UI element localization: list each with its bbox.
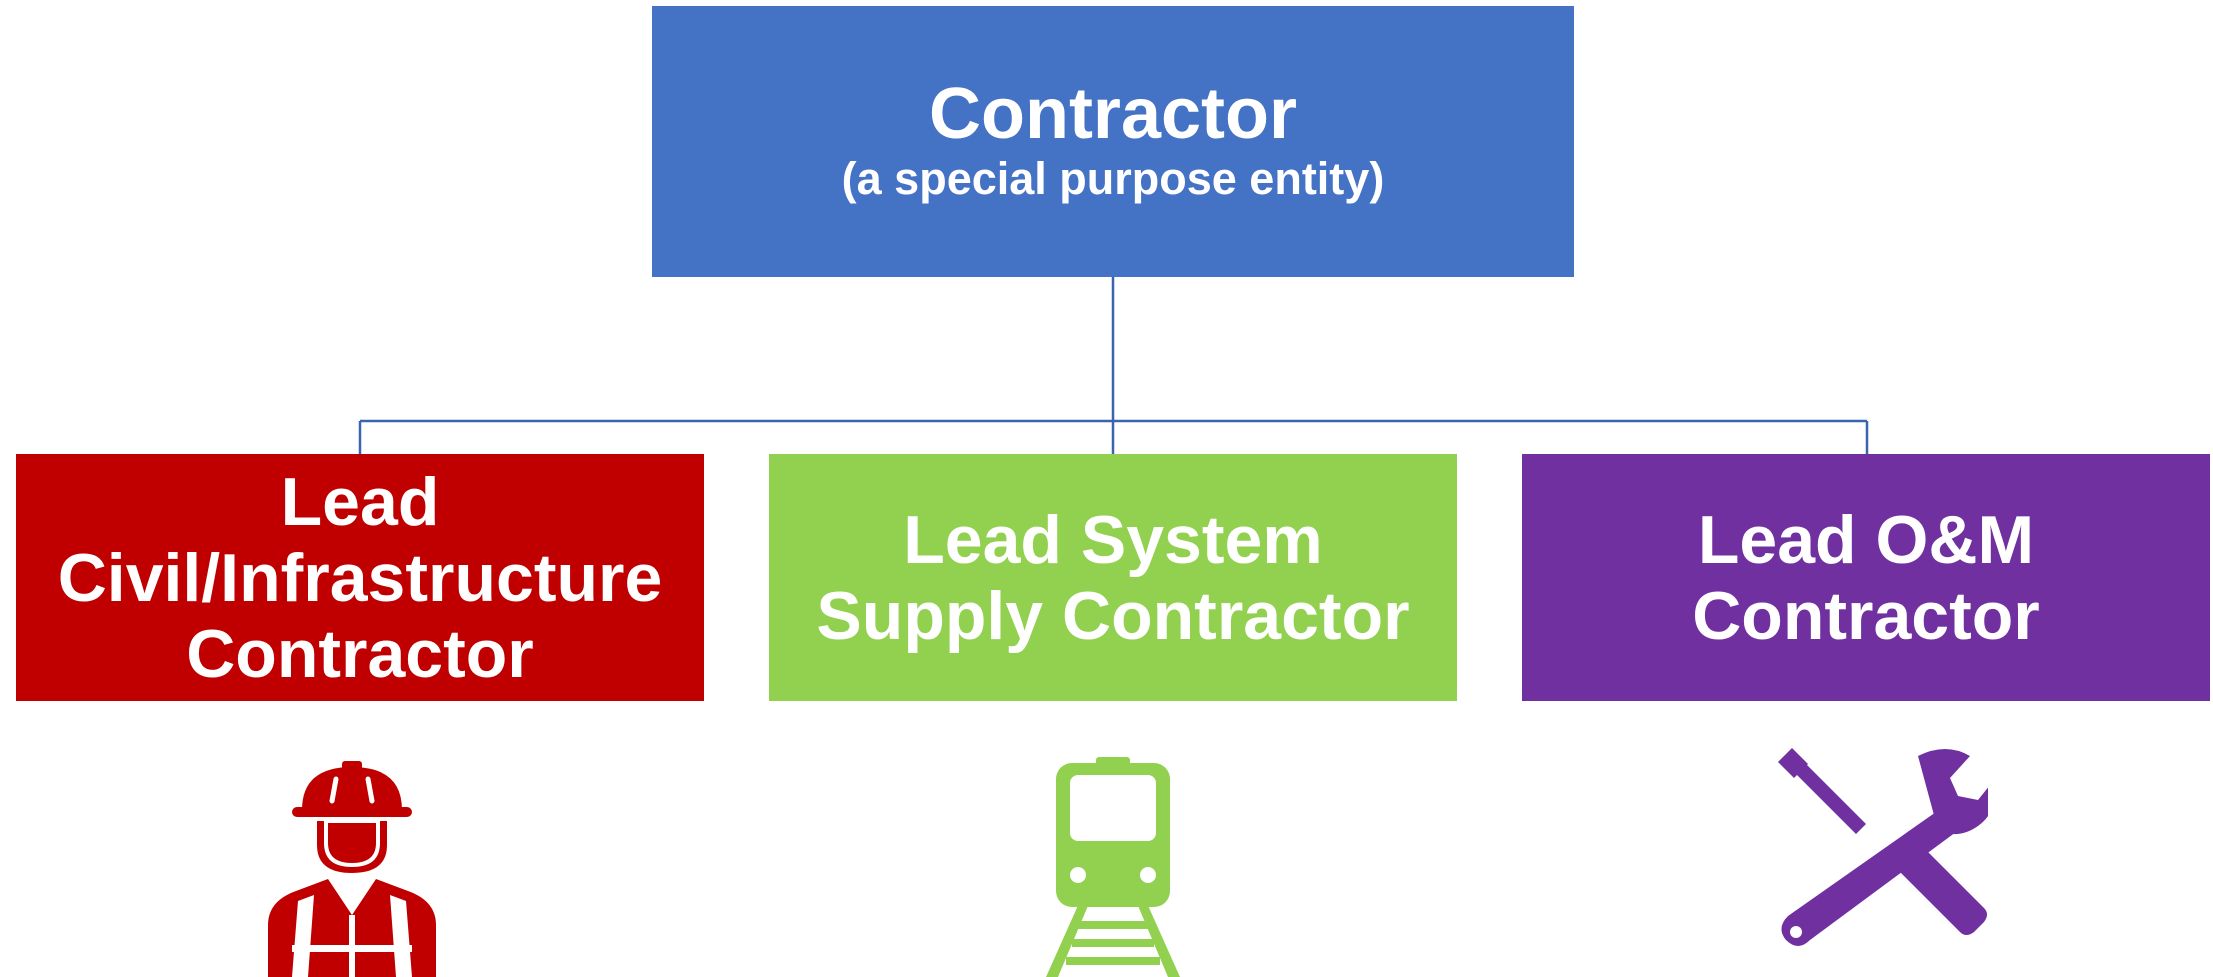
lead-om-contractor-box: Lead O&M Contractor <box>1522 454 2210 701</box>
contractor-subtitle: (a special purpose entity) <box>841 153 1385 205</box>
lead-civil-contractor-box: Lead Civil/Infrastructure Contractor <box>16 454 704 701</box>
om-label-line-2: Contractor <box>1692 577 2040 654</box>
system-label-line-1: Lead System <box>903 501 1323 578</box>
civil-label-line-3: Contractor <box>186 615 534 692</box>
contractor-box: Contractor (a special purpose entity) <box>652 6 1574 277</box>
tools-icon <box>1778 748 1988 946</box>
civil-label-line-2: Civil/Infrastructure <box>57 539 663 616</box>
om-label-line-1: Lead O&M <box>1697 501 2035 578</box>
lead-system-supply-contractor-box: Lead System Supply Contractor <box>769 454 1457 701</box>
contractor-title: Contractor <box>928 73 1297 154</box>
civil-label-line-1: Lead <box>280 463 440 540</box>
train-icon <box>1046 757 1180 977</box>
construction-worker-icon <box>268 761 436 977</box>
system-label-line-2: Supply Contractor <box>816 577 1410 654</box>
